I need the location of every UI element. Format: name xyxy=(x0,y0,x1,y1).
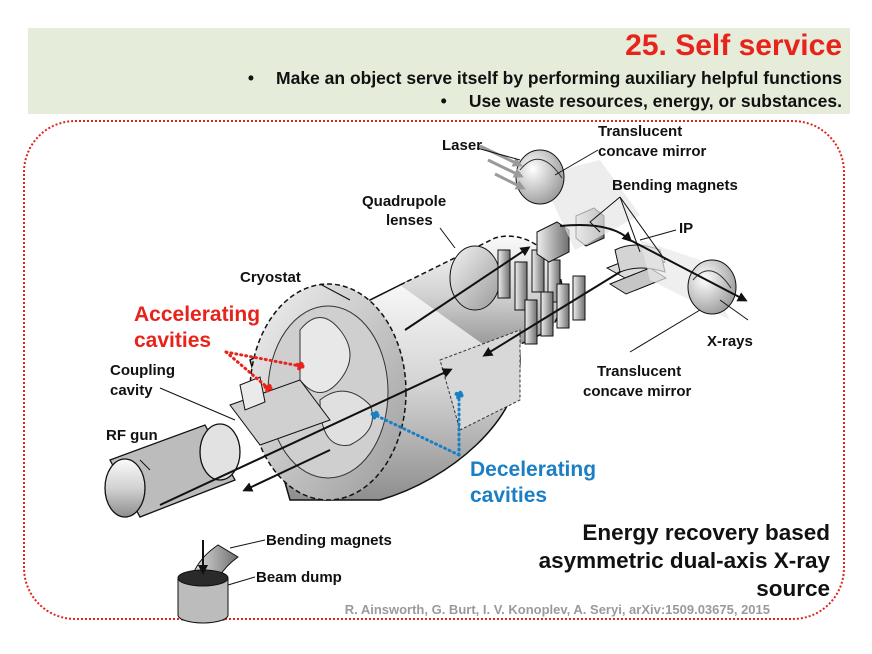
label-xrays: X-rays xyxy=(707,333,753,350)
header-banner: 25. Self service • Make an object serve i… xyxy=(28,28,850,114)
label-quad-2: lenses xyxy=(386,212,433,229)
laser-mirror xyxy=(479,144,640,250)
diagram-frame xyxy=(23,120,845,620)
decelerating-callout xyxy=(370,390,464,457)
caption-line-2: asymmetric dual-axis X-ray xyxy=(539,548,831,573)
bullet-item: • Make an object serve itself by performi… xyxy=(248,68,842,89)
label-mirror-top-1: Translucent xyxy=(598,123,682,140)
label-ip: IP xyxy=(679,220,693,237)
label-quad-1: Quadrupole xyxy=(362,193,446,210)
bullet-text: Make an object serve itself by performin… xyxy=(276,68,842,88)
label-decelerating-1: Decelerating xyxy=(470,458,596,481)
label-decelerating-2: cavities xyxy=(470,484,547,507)
bullet-item: • Use waste resources, energy, or substan… xyxy=(441,91,842,112)
label-bending-bottom: Bending magnets xyxy=(266,532,392,549)
slide-title: 25. Self service xyxy=(625,29,842,62)
label-coupling-2: cavity xyxy=(110,382,153,399)
accelerating-callout xyxy=(224,350,305,393)
bullet-dot-icon: • xyxy=(440,91,447,111)
caption-line-3: source xyxy=(756,576,830,601)
quadrupole-lenses xyxy=(449,245,586,345)
citation: R. Ainsworth, G. Burt, I. V. Konoplev, A… xyxy=(345,602,770,617)
caption-line-1: Energy recovery based xyxy=(582,520,830,545)
pointer-lines xyxy=(139,147,749,586)
coupling-cavity xyxy=(229,376,331,446)
label-bending-top: Bending magnets xyxy=(612,177,738,194)
label-mirror-top-2: concave mirror xyxy=(598,143,707,160)
label-accelerating-1: Accelerating xyxy=(134,303,260,326)
label-mirror-bot-1: Translucent xyxy=(597,363,681,380)
label-beam-dump: Beam dump xyxy=(256,569,342,586)
bullet-text: Use waste resources, energy, or substanc… xyxy=(468,91,842,111)
label-cryostat: Cryostat xyxy=(240,269,301,286)
label-mirror-bot-2: concave mirror xyxy=(583,383,692,400)
rf-gun xyxy=(104,423,241,518)
bullet-dot-icon: • xyxy=(247,68,255,88)
label-laser: Laser xyxy=(442,137,482,154)
label-rf-gun: RF gun xyxy=(106,427,158,444)
label-coupling-1: Coupling xyxy=(110,362,175,379)
beam-dump xyxy=(177,540,229,624)
xray-mirror xyxy=(640,240,737,320)
label-accelerating-2: cavities xyxy=(134,329,211,352)
beam-lines xyxy=(159,223,748,506)
